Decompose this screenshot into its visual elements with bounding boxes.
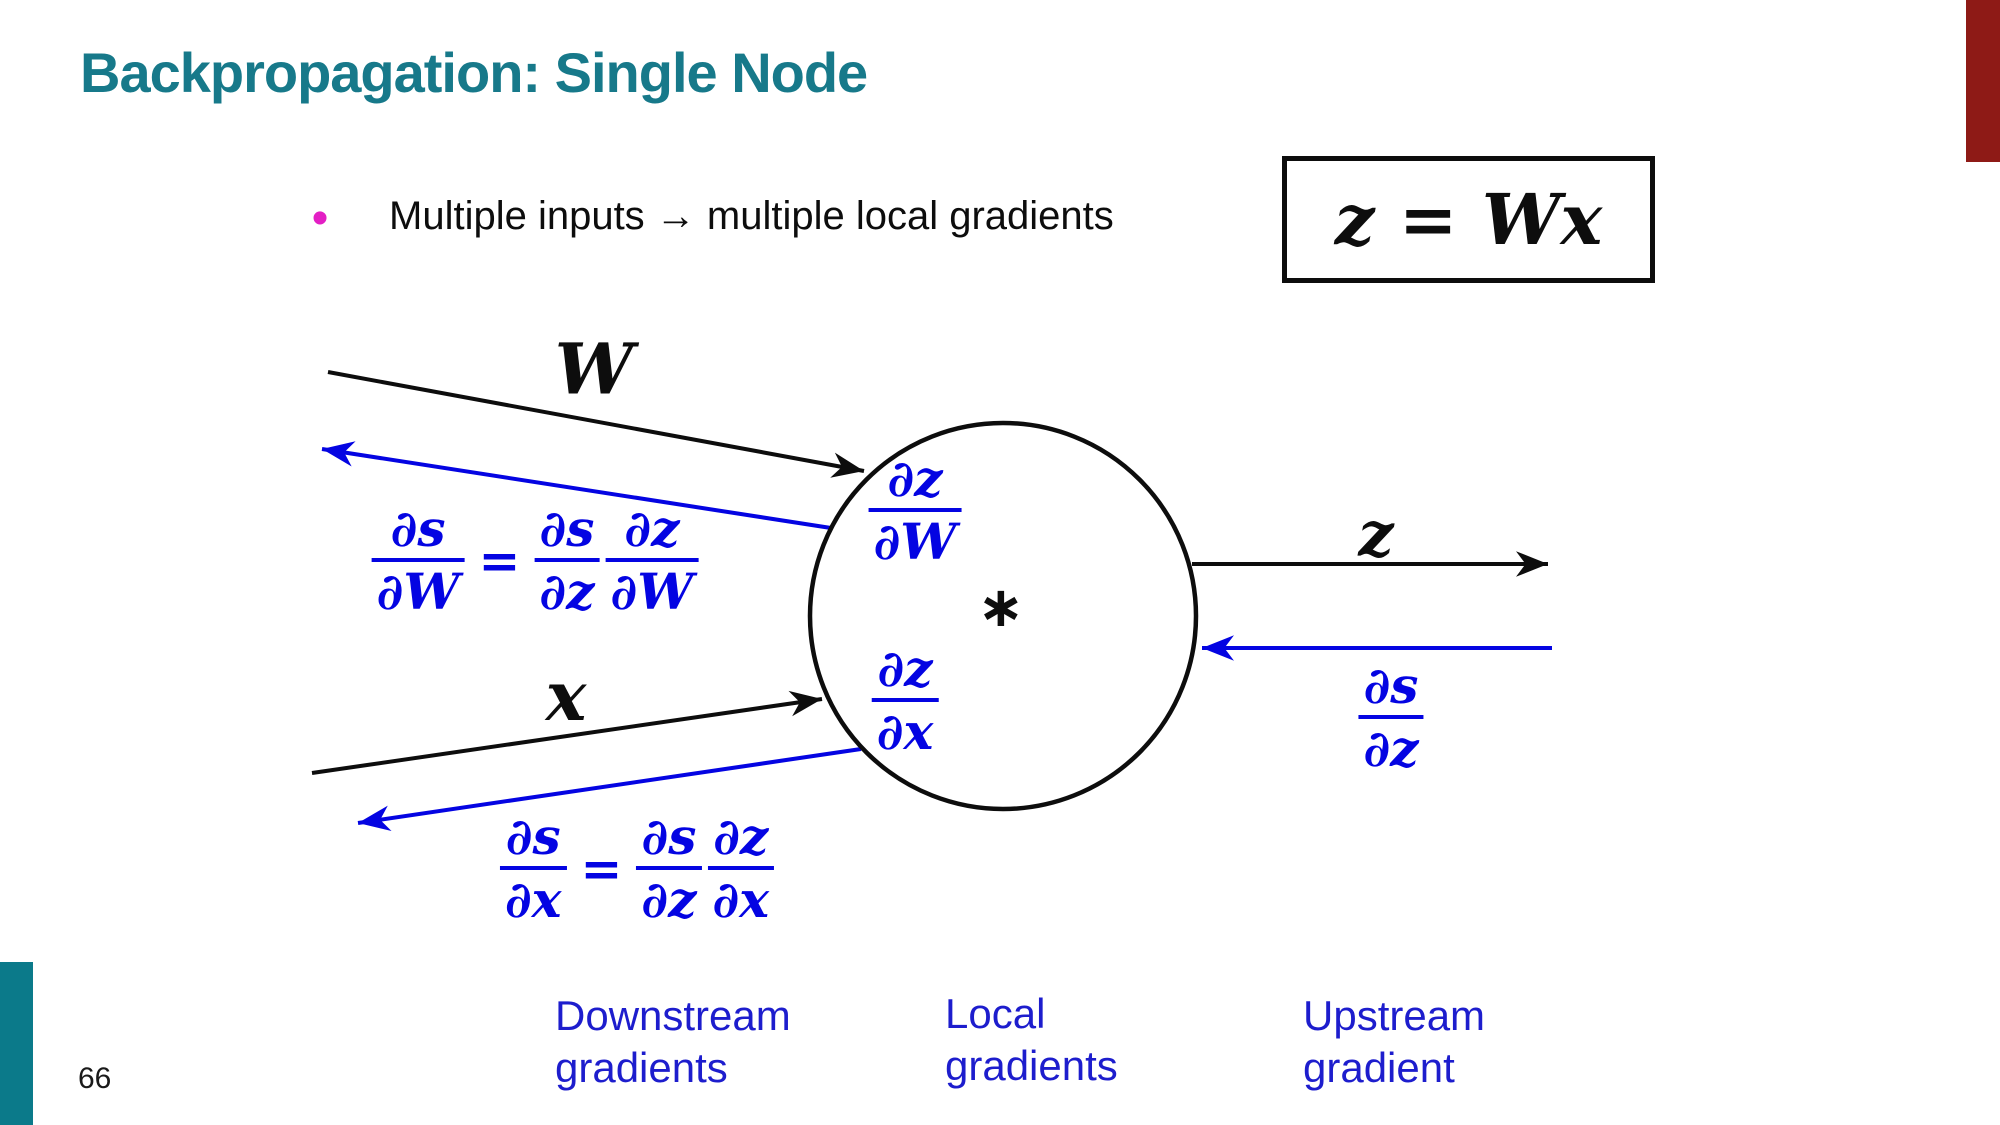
- fraction-numerator: ∂s: [505, 807, 561, 866]
- caption-line: Downstream: [555, 992, 791, 1039]
- downstream-gradient-equation-x: ∂s ∂x = ∂s ∂z ∂z ∂x: [499, 807, 775, 929]
- caption-line: Local: [945, 990, 1046, 1037]
- caption-line: Upstream: [1303, 992, 1486, 1039]
- fraction-denominator: ∂W: [610, 562, 694, 621]
- bullet-marker: •: [311, 192, 329, 245]
- page-title: Backpropagation: Single Node: [80, 41, 868, 104]
- fraction-ds-dw: ∂s ∂W: [371, 499, 465, 621]
- fraction-denominator: ∂x: [504, 870, 562, 929]
- bottom-left-accent-bar: [0, 962, 33, 1125]
- downstream-gradient-equation-w: ∂s ∂W = ∂s ∂z ∂z ∂W: [371, 499, 699, 621]
- top-right-accent-bar: [1966, 0, 2000, 162]
- caption-upstream-gradient: Upstream gradient: [1303, 990, 1485, 1094]
- fraction-denominator: ∂x: [712, 870, 770, 929]
- fraction-denominator: ∂x: [876, 702, 934, 761]
- equals-sign: =: [580, 838, 623, 898]
- fraction-numerator: ∂z: [887, 449, 943, 508]
- w-backward-arrow: [321, 441, 832, 530]
- fraction-numerator: ∂s: [1363, 656, 1419, 715]
- caption-line: gradient: [1303, 1044, 1455, 1091]
- fraction-bar: [499, 866, 567, 870]
- upstream-gradient-ds-dz: ∂s ∂z: [1358, 656, 1424, 778]
- fraction-bar: [534, 558, 600, 562]
- caption-downstream-gradients: Downstream gradients: [555, 990, 791, 1094]
- fraction-denominator: ∂W: [376, 562, 460, 621]
- fraction-ds-dz: ∂s ∂z: [636, 807, 702, 929]
- x-backward-arrow: [357, 747, 862, 832]
- z-edge-label: z: [1358, 497, 1394, 571]
- x-edge-label: x: [545, 657, 587, 737]
- fraction-bar: [636, 866, 702, 870]
- fraction-numerator: ∂z: [713, 807, 769, 866]
- fraction-denominator: ∂z: [1363, 719, 1419, 778]
- fraction-dz-dx: ∂z ∂x: [707, 807, 775, 929]
- fraction-dz-dw: ∂z ∂W: [605, 499, 699, 621]
- bullet-text: Multiple inputs → multiple local gradien…: [389, 194, 1114, 238]
- caption-line: gradients: [945, 1042, 1118, 1089]
- fraction-bar: [707, 866, 775, 870]
- fraction-bar: [605, 558, 699, 562]
- fraction-numerator: ∂s: [539, 499, 595, 558]
- fraction-numerator: ∂s: [390, 499, 446, 558]
- local-gradient-dz-dx: ∂z ∂x: [871, 639, 939, 761]
- equation-box: z = Wx: [1282, 156, 1655, 283]
- fraction-denominator: ∂W: [873, 512, 957, 571]
- node-circle: [807, 420, 1199, 812]
- equation-z-wx: z = Wx: [1334, 178, 1603, 261]
- w-edge-label: W: [554, 327, 634, 411]
- fraction-bar: [1358, 715, 1424, 719]
- fraction-numerator: ∂z: [624, 499, 680, 558]
- x-input-arrow: [311, 690, 823, 775]
- page-number: 66: [78, 1062, 112, 1095]
- fraction-numerator: ∂s: [641, 807, 697, 866]
- fraction-denominator: ∂z: [539, 562, 595, 621]
- equals-sign: =: [478, 530, 521, 590]
- fraction-denominator: ∂z: [641, 870, 697, 929]
- local-gradient-dz-dw: ∂z ∂W: [868, 449, 962, 571]
- fraction-ds-dx: ∂s ∂x: [499, 807, 567, 929]
- fraction-bar: [868, 508, 962, 512]
- caption-local-gradients: Local gradients: [945, 988, 1118, 1092]
- fraction-bar: [871, 698, 939, 702]
- fraction-numerator: ∂z: [877, 639, 933, 698]
- caption-line: gradients: [555, 1044, 728, 1091]
- fraction-ds-dz: ∂s ∂z: [534, 499, 600, 621]
- fraction-bar: [371, 558, 465, 562]
- w-input-arrow: [327, 370, 865, 478]
- multiply-node-operator: ∗: [977, 575, 1025, 640]
